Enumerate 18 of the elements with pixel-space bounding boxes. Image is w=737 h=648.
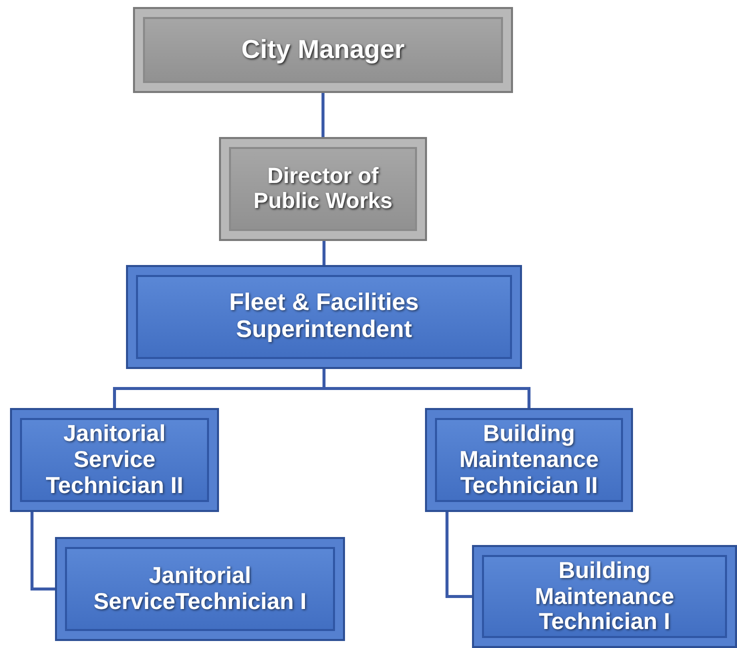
- org-chart-box: [425, 408, 633, 512]
- job-title: Fleet & Facilities Superintendent: [228, 290, 420, 344]
- job-title: Janitorial ServiceTechnician I: [92, 563, 308, 615]
- org-chart-box: [219, 137, 427, 241]
- connector-line: [446, 512, 472, 598]
- org-chart-box: [10, 408, 219, 512]
- org-chart-box: [126, 265, 522, 369]
- org-chart-box: [472, 545, 737, 648]
- connector-line: [30, 512, 55, 590]
- org-chart-box: [55, 537, 345, 641]
- connector-line: [322, 93, 324, 137]
- job-title: Janitorial Service Technician II: [44, 421, 184, 499]
- job-title: Director of Public Works: [252, 164, 394, 214]
- job-title: City Manager: [241, 35, 405, 65]
- job-title: Building Maintenance Technician II: [458, 421, 600, 499]
- job-title: Building Maintenance Technician I: [534, 558, 676, 636]
- connector-line: [322, 241, 326, 265]
- org-chart-box: [133, 7, 513, 93]
